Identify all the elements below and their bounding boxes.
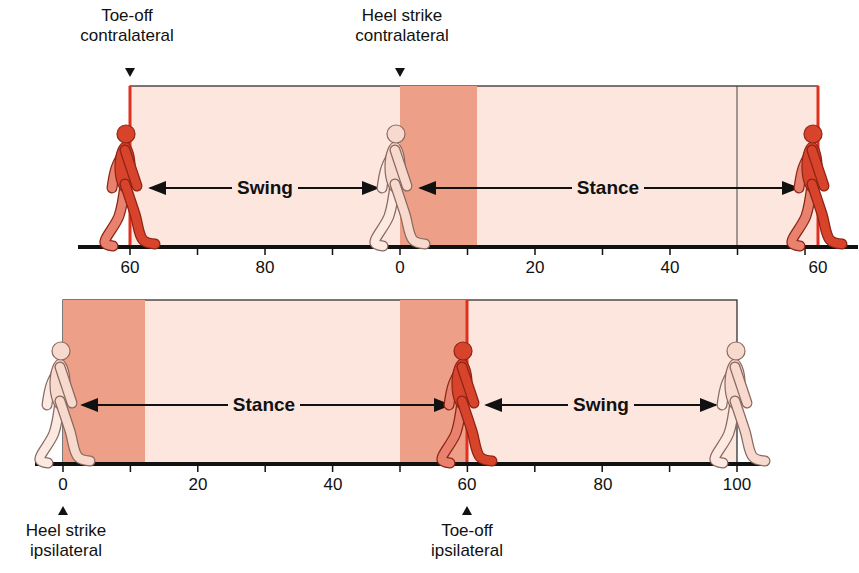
tick [534,247,536,255]
walking-figure [442,342,492,463]
event-marker [58,506,68,515]
event-marker [462,506,472,515]
axis-number: 60 [458,475,477,495]
tick [601,464,603,472]
axis-number: 0 [395,258,404,278]
walking-figure [792,125,842,246]
axis-number: 80 [594,475,613,495]
axis-number: 20 [189,475,208,495]
walking-figure [375,125,425,246]
tick [669,247,671,255]
phase-label: Swing [568,394,634,417]
tick [737,247,739,255]
phase-band: Stance Swing [63,300,737,463]
event-label: Heel strike contralateral [337,6,467,46]
tick [332,464,334,472]
walking-figure [715,342,765,463]
tick [130,464,132,472]
tick [264,464,266,472]
phase-label: Stance [228,394,300,417]
tick [467,464,469,472]
tick [129,247,131,255]
axis-number: 20 [526,258,545,278]
axis-number: 0 [58,475,67,495]
tick [332,247,334,255]
tick [399,247,401,255]
band [130,86,818,246]
axis [35,462,768,466]
axis-number: 100 [723,475,751,495]
tick [264,247,266,255]
axis-number: 40 [324,475,343,495]
axis-number: 40 [661,258,680,278]
tick [399,464,401,472]
walking-figure [105,125,155,246]
axis-number: 60 [121,258,140,278]
tick [197,464,199,472]
axis-number: 60 [809,258,828,278]
walking-figure [40,342,90,463]
phase-band: Swing Stance [130,86,818,246]
divider [737,86,738,246]
phase-label: Swing [232,177,298,200]
axis-number: 80 [256,258,275,278]
phase-label: Stance [572,177,644,200]
event-label: Toe-off contralateral [62,6,192,46]
tick [736,464,738,472]
tick [62,464,64,472]
event-marker [125,68,135,77]
tick [197,247,199,255]
event-label: Toe-off ipsilateral [407,521,527,561]
event-marker [395,68,405,77]
tick [467,247,469,255]
tick [602,247,604,255]
event-label: Heel strike ipsilateral [6,521,126,561]
band [63,300,737,463]
tick [669,464,671,472]
tick [534,464,536,472]
